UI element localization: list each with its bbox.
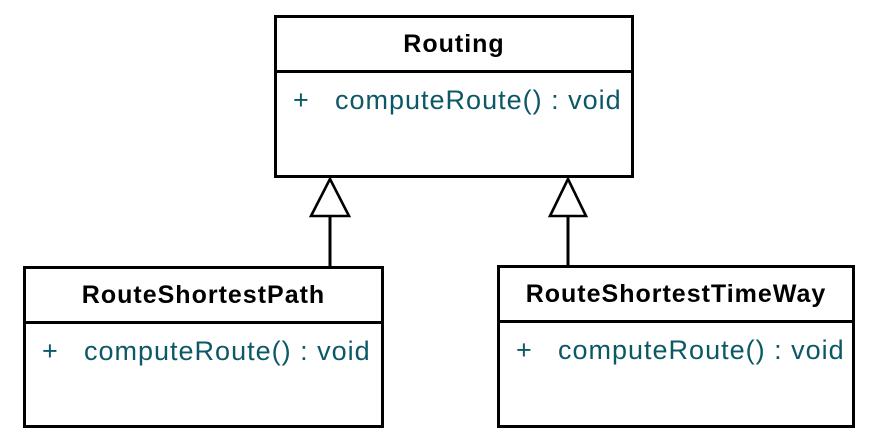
generalization-triangle-icon <box>308 176 352 218</box>
generalization-triangle-icon <box>547 176 589 218</box>
class-box-route-shortest-path: RouteShortestPath + computeRoute() : voi… <box>23 266 384 428</box>
method-signature: computeRoute() : void <box>84 336 371 366</box>
visibility-public-symbol: + <box>42 336 59 366</box>
class-members-compartment: + computeRoute() : void <box>500 323 852 365</box>
class-box-routing: Routing + computeRoute() : void <box>274 15 634 178</box>
method-signature: computeRoute() : void <box>558 335 845 365</box>
method-signature: computeRoute() : void <box>335 85 622 115</box>
class-members-compartment: + computeRoute() : void <box>26 324 381 366</box>
visibility-public-symbol: + <box>516 335 533 365</box>
class-box-route-shortest-time-way: RouteShortestTimeWay + computeRoute() : … <box>497 265 855 428</box>
member-row: + computeRoute() : void <box>293 85 627 115</box>
class-members-compartment: + computeRoute() : void <box>277 73 631 115</box>
generalization-right <box>547 176 589 267</box>
class-name: RouteShortestTimeWay <box>500 268 852 323</box>
generalization-left <box>308 176 352 267</box>
member-row: + computeRoute() : void <box>42 336 377 366</box>
class-name: Routing <box>277 18 631 73</box>
visibility-public-symbol: + <box>293 85 310 115</box>
class-name: RouteShortestPath <box>26 269 381 324</box>
member-row: + computeRoute() : void <box>516 335 848 365</box>
